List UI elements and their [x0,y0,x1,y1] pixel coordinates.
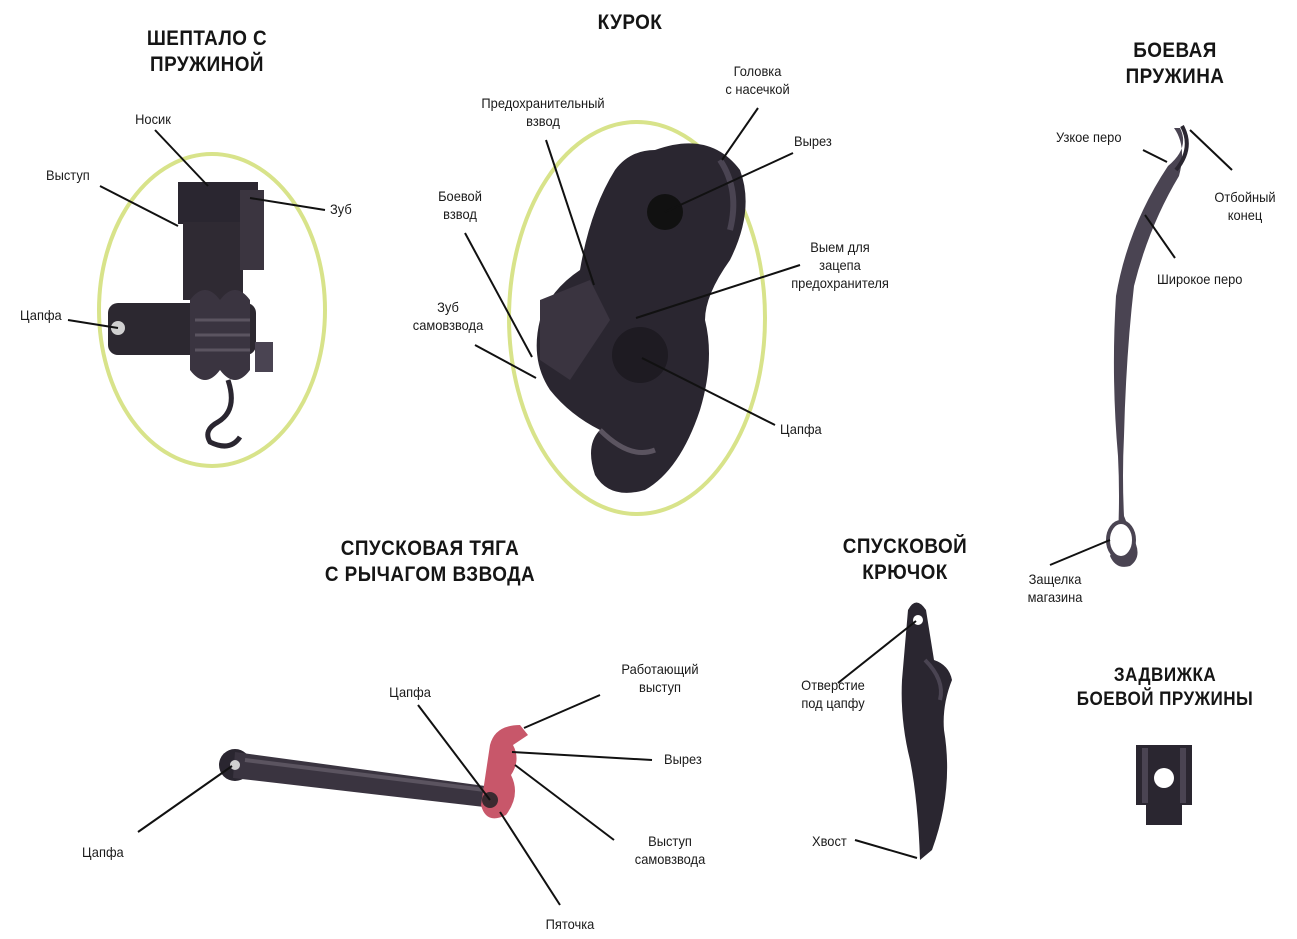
trigger-title-line2: КРЮЧОК [829,560,982,586]
trigger-bar-label-rabot-line1: Работающий [600,660,720,678]
hammer-part-image [537,143,746,493]
hammer-label-predokh-line2: взвод [451,112,635,130]
trigger-bar-label-rabot-line2: выступ [600,678,720,696]
hammer-label-golovka: Головка с насечкой [705,62,811,98]
trigger-bar-part-image [219,725,528,818]
sear-label-nosik: Носик [121,110,185,128]
sear-label-zub: Зуб [330,200,352,218]
hammer-label-zub-line1: Зуб [397,298,498,316]
sear-title-line1: ШЕПТАЛО С [126,26,288,52]
hammer-label-predokh: Предохранительный взвод [451,94,635,130]
trigger-label-otv: Отверстие под цапфу [782,676,883,712]
mainspring-title-line1: БОЕВАЯ [1108,38,1243,64]
trigger-bar-title: СПУСКОВАЯ ТЯГА С РЫЧАГОМ ВЗВОДА [304,536,556,588]
trigger-bar-label-tsapfa-top: Цапфа [373,683,447,701]
mainspring-label-zashchelka: Защелка магазина [1014,570,1097,606]
latch-title: ЗАДВИЖКА БОЕВОЙ ПРУЖИНЫ [1071,664,1260,712]
sear-title-line2: ПРУЖИНОЙ [126,52,288,78]
hammer-label-vyem: Выем для зацепа предохранителя [771,238,909,292]
hammer-label-vyem-line1: Выем для [771,238,909,256]
mainspring-label-otboy: Отбойный конец [1199,188,1291,224]
mainspring-title: БОЕВАЯ ПРУЖИНА [1108,38,1243,90]
trigger-title-line1: СПУСКОВОЙ [829,534,982,560]
hammer-label-boevoy-line2: взвод [423,205,497,223]
hammer-label-zub: Зуб самовзвода [397,298,498,334]
trigger-bar-title-line1: СПУСКОВАЯ ТЯГА [304,536,556,562]
sear-part-image [108,182,273,446]
hammer-label-golovka-line1: Головка [705,62,811,80]
hammer-label-boevoy-line1: Боевой [423,187,497,205]
sear-title: ШЕПТАЛО С ПРУЖИНОЙ [126,26,288,78]
mainspring-label-zashchelka-line1: Защелка [1014,570,1097,588]
trigger-bar-label-vystup-line1: Выступ [615,832,725,850]
hammer-label-vyrez: Вырез [794,132,832,150]
latch-title-line1: ЗАДВИЖКА [1071,664,1260,688]
mainspring-part-image [1108,126,1187,567]
trigger-bar-leader-lines [138,695,652,905]
hammer-label-predokh-line1: Предохранительный [451,94,635,112]
trigger-bar-label-tsapfa-left: Цапфа [82,843,124,861]
trigger-bar-label-vystup-line2: самовзвода [615,850,725,868]
sear-label-vystup: Выступ [46,166,90,184]
hammer-label-boevoy: Боевой взвод [423,187,497,223]
latch-part-image [1136,745,1192,825]
mainspring-title-line2: ПРУЖИНА [1108,64,1243,90]
trigger-part-image [902,603,952,861]
hammer-title: КУРОК [576,10,684,36]
trigger-bar-label-vystup: Выступ самовзвода [615,832,725,868]
trigger-label-khvost: Хвост [812,832,847,850]
hammer-label-vyem-line2: зацепа [771,256,909,274]
trigger-bar-label-vyrez: Вырез [664,750,702,768]
hammer-label-vyem-line3: предохранителя [771,274,909,292]
trigger-bar-label-pyatochka: Пяточка [524,915,616,933]
trigger-bar-label-rabot: Работающий выступ [600,660,720,696]
hammer-label-zub-line2: самовзвода [397,316,498,334]
mainspring-label-otboy-line2: конец [1199,206,1291,224]
hammer-label-tsapfa: Цапфа [780,420,822,438]
mainspring-label-uzkoe: Узкое перо [1056,128,1122,146]
mainspring-label-shirokoe: Широкое перо [1157,270,1242,288]
sear-label-tsapfa: Цапфа [20,306,62,324]
trigger-bar-title-line2: С РЫЧАГОМ ВЗВОДА [304,562,556,588]
trigger-label-otv-line1: Отверстие [782,676,883,694]
hammer-label-golovka-line2: с насечкой [705,80,811,98]
mainspring-label-otboy-line1: Отбойный [1199,188,1291,206]
trigger-title: СПУСКОВОЙ КРЮЧОК [829,534,982,586]
trigger-label-otv-line2: под цапфу [782,694,883,712]
mainspring-label-zashchelka-line2: магазина [1014,588,1097,606]
latch-title-line2: БОЕВОЙ ПРУЖИНЫ [1071,688,1260,712]
